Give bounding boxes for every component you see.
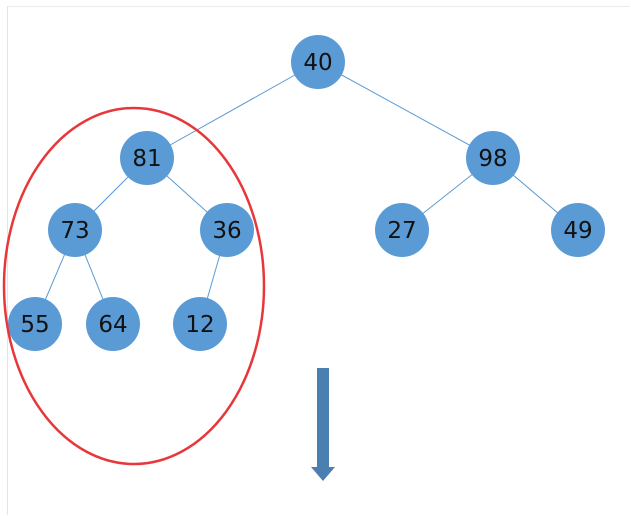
- edge-n40-n81: [146, 61, 319, 159]
- tree-node-49: 49: [551, 203, 605, 257]
- node-label: 40: [303, 50, 332, 76]
- node-label: 12: [185, 312, 214, 338]
- node-label: 98: [478, 146, 507, 172]
- node-label: 73: [60, 218, 89, 244]
- tree-node-64: 64: [86, 297, 140, 351]
- tree-node-40: 40: [291, 35, 345, 89]
- node-circle: [375, 203, 429, 257]
- tree-node-81: 81: [120, 131, 174, 185]
- subtree-highlight-ellipse: [2, 106, 266, 466]
- edge-n40-n98: [317, 61, 494, 159]
- tree-nodes: 40 81 98 73 36 27 49 55 64 12: [8, 35, 605, 351]
- node-circle: [291, 35, 345, 89]
- tree-node-27: 27: [375, 203, 429, 257]
- node-label: 55: [20, 312, 49, 338]
- tree-node-36: 36: [200, 203, 254, 257]
- down-arrow-head: [311, 467, 335, 481]
- node-circle: [551, 203, 605, 257]
- node-circle: [466, 131, 520, 185]
- tree-node-73: 73: [48, 203, 102, 257]
- node-circle: [120, 131, 174, 185]
- node-label: 36: [212, 218, 241, 244]
- node-circle: [200, 203, 254, 257]
- tree-node-98: 98: [466, 131, 520, 185]
- node-circle: [48, 203, 102, 257]
- node-circle: [173, 297, 227, 351]
- node-label: 49: [563, 218, 592, 244]
- node-circle: [86, 297, 140, 351]
- down-arrow-shaft: [317, 368, 329, 468]
- tree-edges: [34, 61, 579, 325]
- node-label: 81: [132, 146, 161, 172]
- node-label: 27: [387, 218, 416, 244]
- down-arrow: [311, 368, 335, 481]
- node-label: 64: [98, 312, 127, 338]
- node-circle: [8, 297, 62, 351]
- tree-node-55: 55: [8, 297, 62, 351]
- tree-node-12: 12: [173, 297, 227, 351]
